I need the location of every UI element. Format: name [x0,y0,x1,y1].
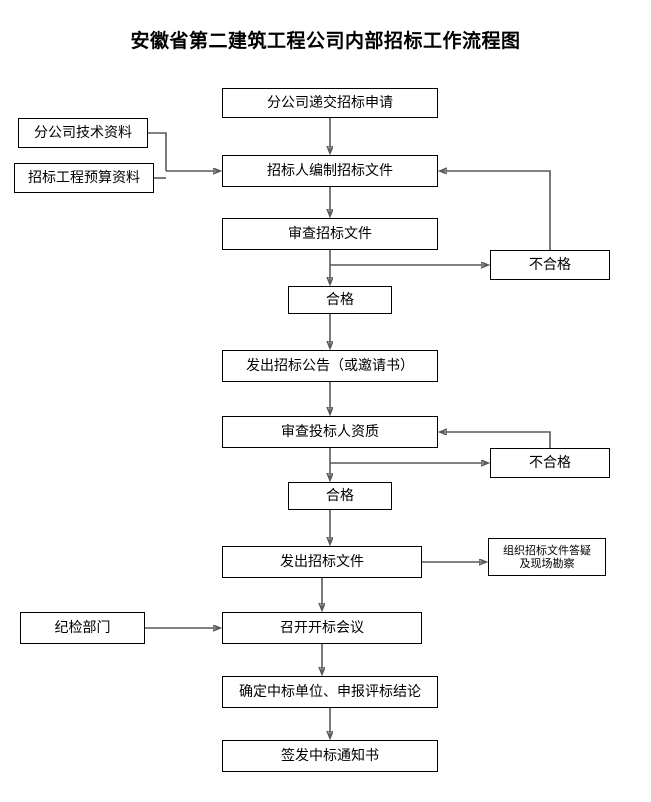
node-review-bid[interactable]: 审查投标人资质 [222,416,438,448]
node-notice[interactable]: 发出招标公告（或邀请书） [222,350,438,382]
node-review-doc[interactable]: 审查招标文件 [222,218,438,250]
node-qa-survey[interactable]: 组织招标文件答疑及现场勘察 [488,538,606,576]
node-budget-data[interactable]: 招标工程预算资料 [14,163,154,193]
node-issue-doc[interactable]: 发出招标文件 [222,546,422,578]
node-apply[interactable]: 分公司递交招标申请 [222,88,438,118]
node-pass-2[interactable]: 合格 [288,482,392,510]
node-fail-1[interactable]: 不合格 [490,250,610,280]
node-issue-notice[interactable]: 签发中标通知书 [222,740,438,772]
node-open-meeting[interactable]: 召开开标会议 [222,612,422,644]
node-discipline[interactable]: 纪检部门 [20,612,145,644]
node-pass-1[interactable]: 合格 [288,286,392,314]
edge-fail1-to-prepare [440,171,551,250]
edge-fail2-to-review-bid [440,432,551,448]
node-fail-2[interactable]: 不合格 [490,448,610,478]
node-determine[interactable]: 确定中标单位、申报评标结论 [222,676,438,708]
node-tech-data[interactable]: 分公司技术资料 [18,118,148,148]
node-prepare-doc[interactable]: 招标人编制招标文件 [222,155,438,187]
page-title: 安徽省第二建筑工程公司内部招标工作流程图 [130,30,521,52]
